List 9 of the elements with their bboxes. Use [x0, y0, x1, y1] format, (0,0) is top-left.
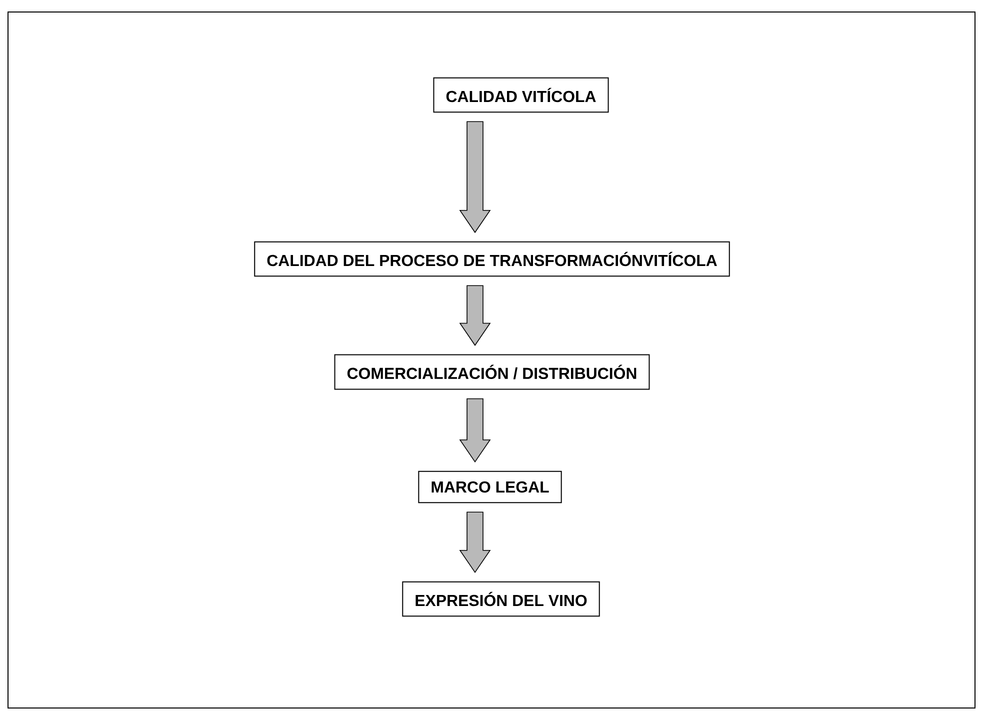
process-box: MARCO LEGAL [418, 470, 562, 504]
process-box: CALIDAD VITÍCOLA [433, 77, 609, 113]
block-arrow [459, 398, 491, 463]
process-box: COMERCIALIZACIÓN / DISTRIBUCIÓN [334, 354, 650, 390]
block-arrow [459, 512, 491, 574]
block-arrow [459, 285, 491, 346]
process-box: EXPRESIÓN DEL VINO [402, 581, 600, 617]
block-arrow [459, 121, 491, 234]
process-box: CALIDAD DEL PROCESO DE TRANSFORMACIÓNVITÍCOLA [254, 241, 730, 277]
